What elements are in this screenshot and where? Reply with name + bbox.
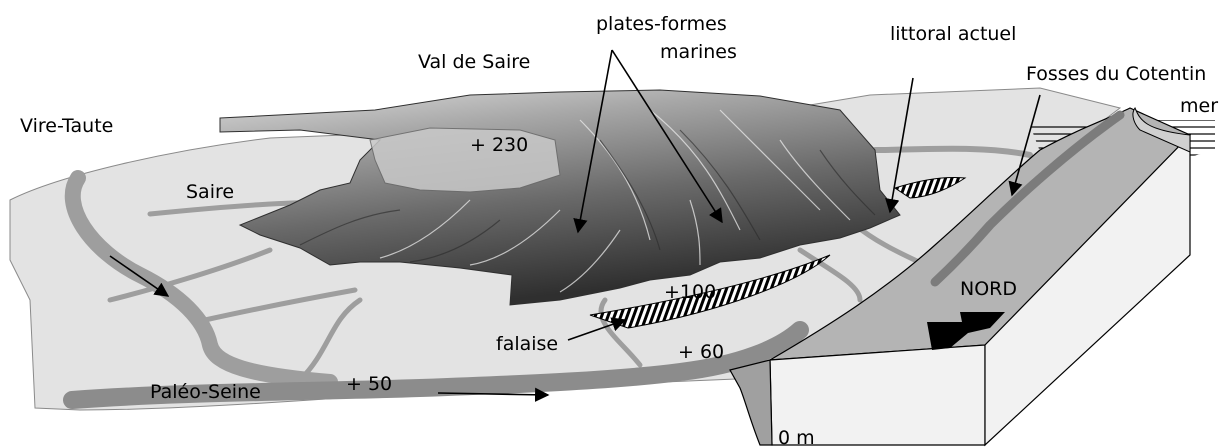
label-elevation-230: + 230	[470, 134, 528, 156]
label-falaise: falaise	[496, 333, 558, 355]
label-zero-m: 0 m	[778, 427, 815, 447]
trough-profile	[730, 360, 772, 445]
label-elevation-60: + 60	[678, 341, 724, 363]
label-mer: mer	[1180, 95, 1218, 117]
label-saire: Saire	[186, 181, 234, 203]
label-nord: NORD	[960, 278, 1017, 300]
label-val-de-saire: Val de Saire	[418, 51, 530, 73]
upper-plateau	[370, 128, 560, 192]
label-marines: marines	[660, 41, 737, 63]
label-vire-taute: Vire-Taute	[20, 115, 113, 137]
label-paleo-seine: Paléo-Seine	[150, 381, 261, 403]
label-plates-formes: plates-formes	[596, 13, 727, 35]
label-elevation-50: + 50	[346, 373, 392, 395]
label-elevation-100: +100	[664, 281, 716, 303]
label-littoral-actuel: littoral actuel	[890, 23, 1016, 45]
label-fosses-cotentin: Fosses du Cotentin	[1026, 63, 1206, 85]
